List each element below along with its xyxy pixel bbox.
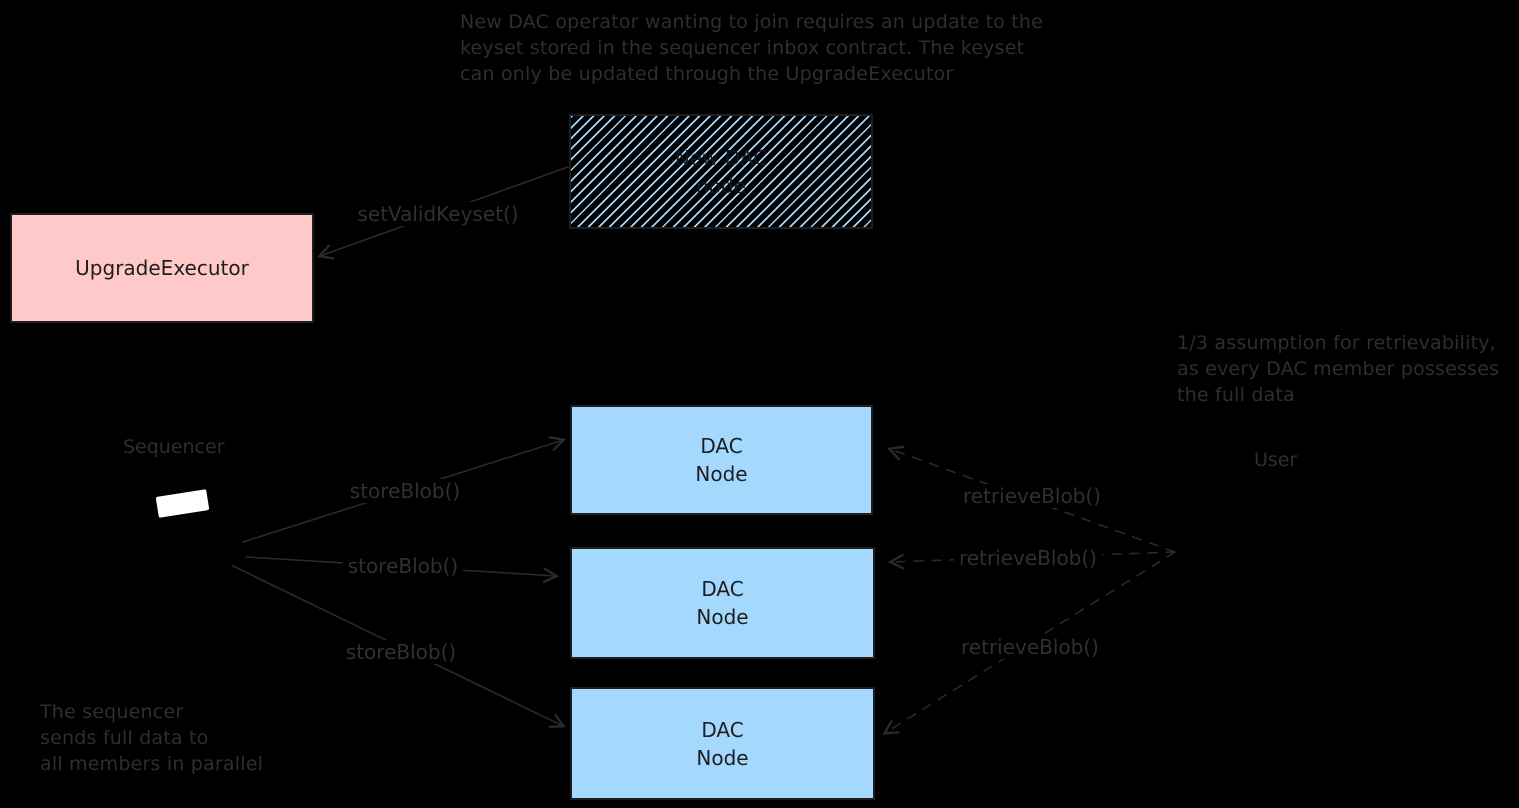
- dac-node-box-2: DAC Node: [570, 547, 875, 659]
- sequencer-screen-shape: [155, 489, 210, 518]
- note-keyset-update: New DAC operator wanting to join require…: [460, 11, 1044, 85]
- set-valid-keyset-label: setValidKeyset(): [352, 202, 524, 226]
- retrieve-blob-label-1: retrieveBlob(): [958, 484, 1106, 508]
- user-label: User: [1254, 449, 1298, 471]
- store-blob-label-3: storeBlob(): [340, 640, 462, 664]
- new-dac-node-box: New DAC node: [569, 114, 873, 229]
- retrieve-blob-label-3: retrieveBlob(): [956, 635, 1104, 659]
- upgrade-executor-box: UpgradeExecutor: [10, 213, 314, 323]
- dac-node-box-1: DAC Node: [570, 405, 873, 515]
- store-blob-label-2: storeBlob(): [342, 554, 464, 578]
- sequencer-label: Sequencer: [123, 436, 225, 458]
- note-retrievability: 1/3 assumption for retrievability, as ev…: [1177, 332, 1500, 406]
- retrieve-blob-label-2: retrieveBlob(): [954, 546, 1102, 570]
- note-parallel: The sequencer sends full data to all mem…: [40, 701, 264, 775]
- dac-node-box-3: DAC Node: [570, 687, 875, 800]
- store-blob-label-1: storeBlob(): [344, 479, 466, 503]
